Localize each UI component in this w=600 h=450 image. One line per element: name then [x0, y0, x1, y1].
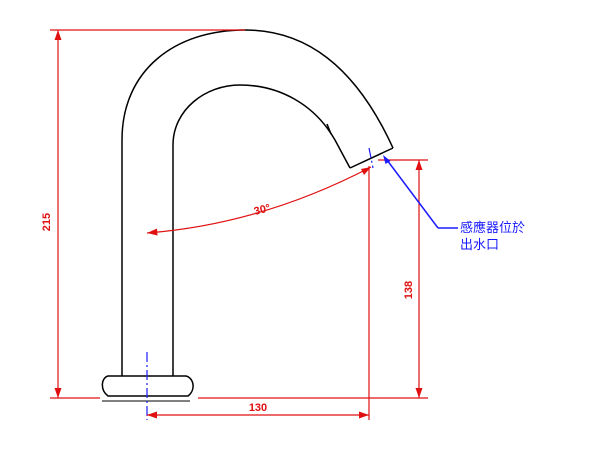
- leader-arrow: [383, 155, 391, 164]
- dim-label-130: 130: [249, 402, 267, 414]
- dim-label-215: 215: [41, 213, 53, 231]
- spout-outer-contour: [121, 29, 394, 376]
- arrow-215-top: [54, 30, 62, 40]
- spout-inner-contour: [172, 84, 351, 376]
- arrow-130-left: [147, 411, 157, 419]
- arrow-138-top: [415, 160, 423, 170]
- arrowheads: [54, 30, 423, 419]
- arrow-138-bottom: [415, 388, 423, 398]
- dim-label-138: 138: [403, 281, 415, 299]
- arrow-30-right: [361, 167, 371, 175]
- arrow-30-left: [147, 228, 158, 236]
- dim-label-30: 30°: [253, 202, 272, 218]
- annotation-text-line2: 出水口: [460, 238, 499, 253]
- annotation-leader: [386, 159, 458, 229]
- center-lines: [146, 147, 374, 420]
- arrow-215-bottom: [54, 388, 62, 398]
- annotation-text-line1: 感應器位於: [460, 220, 525, 236]
- outlet-centerline: [368, 147, 374, 169]
- leader-line: [386, 159, 439, 229]
- sensor-tick: [326, 123, 332, 135]
- arrow-130-right: [359, 411, 369, 419]
- spout-outlet-face: [349, 147, 394, 169]
- dim-arc-30: [146, 166, 372, 234]
- dimension-lines: [50, 29, 428, 420]
- base-plate: [101, 375, 194, 397]
